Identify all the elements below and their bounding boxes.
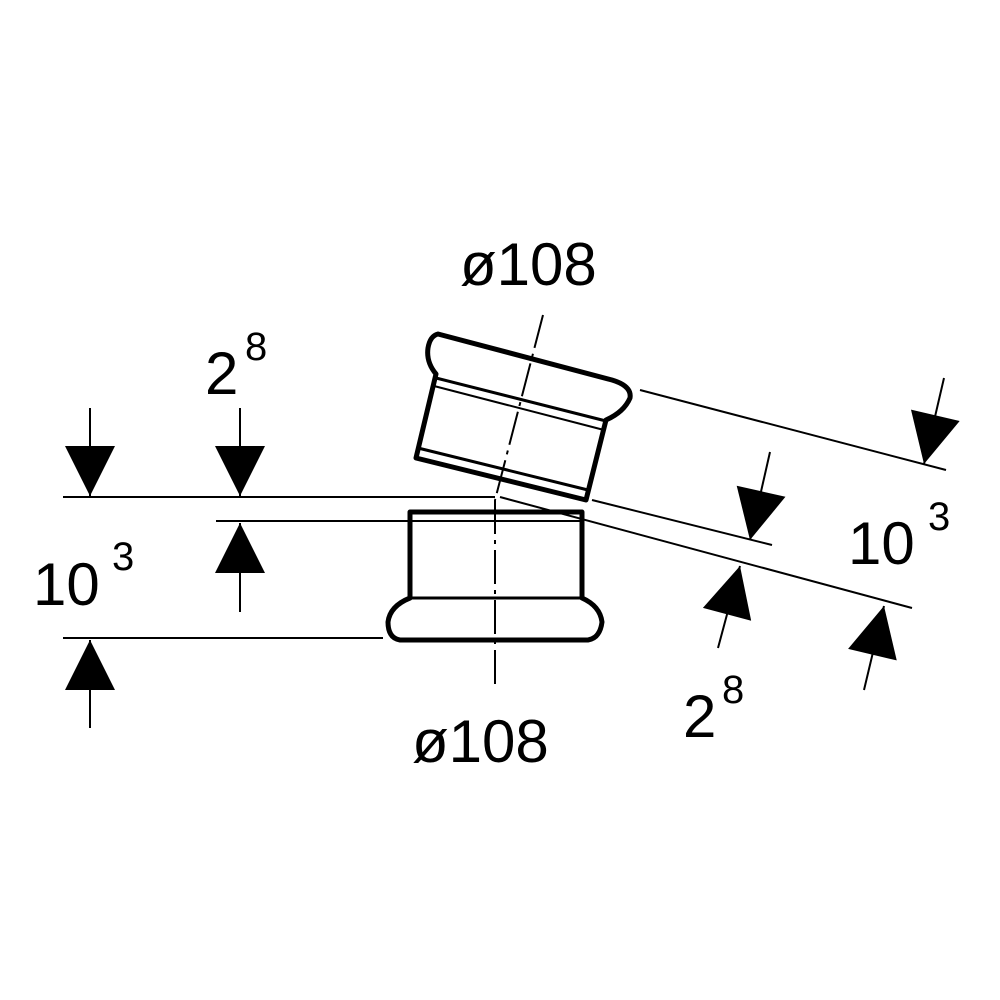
lower-socket-outline	[385, 509, 605, 643]
arrow-right-wall-top	[736, 451, 786, 541]
left-dimension-arrows	[65, 408, 265, 728]
ext-line-upper-bottom	[499, 496, 913, 609]
top-diameter-label: ø108	[460, 231, 597, 298]
svg-text:3: 3	[112, 535, 134, 579]
arrow-right-depth-bottom	[848, 605, 897, 691]
bottom-diameter-label: ø108	[412, 708, 549, 775]
upper-socket-outline	[413, 331, 633, 503]
right-dimension-arrows	[702, 377, 960, 691]
svg-text:8: 8	[245, 325, 267, 369]
left-extension-lines	[63, 496, 495, 639]
svg-text:2: 2	[205, 340, 238, 407]
svg-text:10: 10	[33, 551, 100, 618]
left-wall-offset-label: 2 8	[205, 325, 267, 407]
svg-text:10: 10	[848, 510, 915, 577]
upper-socket-bead-line	[433, 385, 605, 431]
arrow-right-wall-bottom	[702, 565, 752, 649]
center-lines	[494, 314, 544, 685]
svg-text:2: 2	[683, 683, 716, 750]
svg-text:8: 8	[722, 668, 744, 712]
left-insertion-depth-label: 10 3	[33, 535, 134, 618]
arrow-right-depth-top	[910, 377, 960, 465]
ext-line-upper-inner	[591, 499, 773, 546]
right-wall-offset-label: 2 8	[683, 668, 744, 750]
upper-socket-inner-line	[435, 376, 607, 423]
ext-line-upper-end	[639, 389, 947, 471]
upper-center-line	[494, 314, 544, 501]
right-insertion-depth-label: 10 3	[848, 495, 950, 577]
svg-text:3: 3	[928, 495, 950, 539]
upper-socket	[413, 331, 633, 503]
